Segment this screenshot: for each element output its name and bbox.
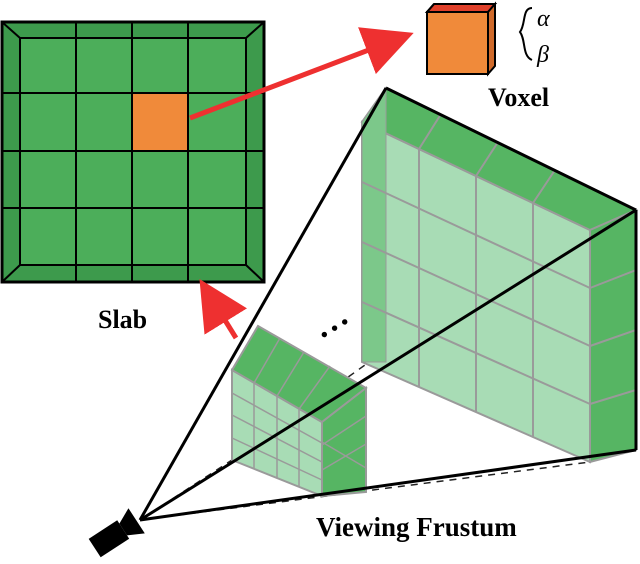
frustum-edges bbox=[138, 86, 638, 522]
voxel-cube bbox=[424, 1, 498, 77]
camera-icon bbox=[88, 508, 145, 558]
voxel-label: Voxel bbox=[488, 83, 549, 112]
voxel-arrow bbox=[189, 27, 414, 121]
ellipsis: • • • bbox=[316, 311, 354, 346]
beta-label: β bbox=[536, 42, 549, 68]
brace-icon bbox=[518, 7, 533, 61]
slab-highlight-voxel bbox=[131, 92, 189, 152]
slab bbox=[0, 20, 266, 284]
slab-arrow bbox=[199, 278, 248, 340]
slab-label: Slab bbox=[98, 305, 147, 334]
near-slab bbox=[230, 324, 368, 498]
far-slab bbox=[360, 86, 639, 464]
alpha-label: α bbox=[537, 6, 550, 32]
frustum-label: Viewing Frustum bbox=[316, 512, 517, 542]
